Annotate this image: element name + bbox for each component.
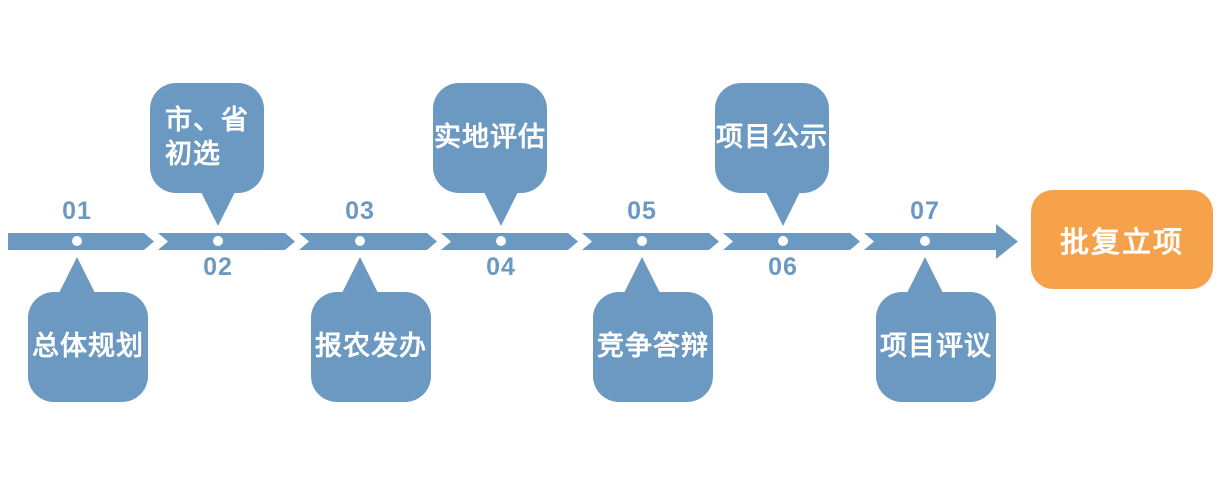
callout-bubble: 市、省 初选 — [150, 83, 264, 193]
final-step-label: 批复立项 — [1059, 226, 1184, 259]
step-dot — [920, 236, 930, 246]
bubble-tail — [200, 190, 236, 226]
bubble-label: 项目评议 — [880, 331, 992, 362]
step-dot — [72, 236, 82, 246]
step-number: 05 — [627, 197, 657, 225]
callout-bubble: 实地评估 — [433, 83, 547, 193]
bubble-tail — [765, 190, 801, 226]
bubble-label: 报农发办 — [315, 331, 427, 362]
step-number: 06 — [768, 253, 798, 281]
bubble-tail — [342, 257, 378, 293]
timeline-bar-segment — [158, 233, 295, 250]
timeline-bar-segment — [582, 233, 719, 250]
step-number: 07 — [910, 197, 940, 225]
bubble-label: 市、省 初选 — [165, 105, 249, 169]
timeline-bar-segment — [723, 233, 860, 250]
arrowhead-icon — [996, 224, 1018, 259]
step-dot — [778, 236, 788, 246]
timeline-bar-segment — [441, 233, 578, 250]
bubble-tail — [59, 257, 95, 293]
callout-bubble: 项目公示 — [715, 83, 829, 193]
step-number: 04 — [486, 253, 516, 281]
step-dot — [213, 236, 223, 246]
step-number: 01 — [62, 197, 92, 225]
callout-bubble: 竞争答辩 — [593, 292, 713, 402]
bubble-label: 实地评估 — [434, 122, 546, 153]
bubble-tail — [483, 190, 519, 226]
timeline-bar-segment — [864, 233, 998, 250]
step-dot — [637, 236, 647, 246]
step-dot — [355, 236, 365, 246]
step-number: 03 — [345, 197, 375, 225]
bubble-label: 总体规划 — [32, 331, 144, 362]
bubble-tail — [624, 257, 660, 293]
timeline-bar-segment — [299, 233, 437, 250]
callout-bubble: 总体规划 — [28, 292, 148, 402]
callout-bubble: 报农发办 — [311, 292, 431, 402]
bubble-label: 竞争答辩 — [597, 331, 709, 362]
step-dot — [496, 236, 506, 246]
bubble-label: 项目公示 — [716, 122, 828, 153]
final-step-box: 批复立项 — [1031, 190, 1213, 289]
bubble-tail — [907, 257, 943, 293]
step-number: 02 — [203, 253, 233, 281]
callout-bubble: 项目评议 — [876, 292, 996, 402]
